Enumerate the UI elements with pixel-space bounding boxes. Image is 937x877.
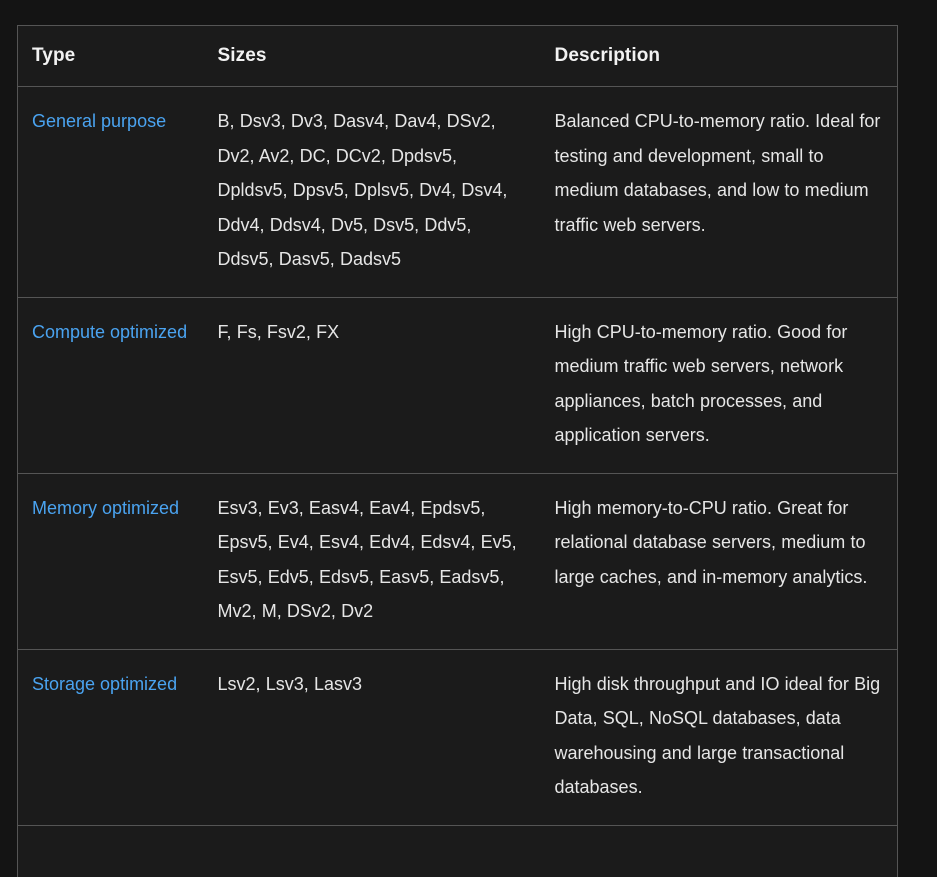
table-row: Compute optimized F, Fs, Fsv2, FX High C… <box>17 297 898 474</box>
description-text: High memory-to-CPU ratio. Great for rela… <box>554 497 868 587</box>
column-header-type: Type <box>17 25 204 87</box>
cell-sizes: B, Dsv3, Dv3, Dasv4, Dav4, DSv2, Dv2, Av… <box>203 86 541 298</box>
cell-sizes: F, Fs, Fsv2, FX <box>203 297 541 474</box>
description-text: High CPU-to-memory ratio. Good for mediu… <box>554 321 848 446</box>
table-row: Storage optimized Lsv2, Lsv3, Lasv3 High… <box>17 649 898 826</box>
type-link-compute-optimized[interactable]: Compute optimized <box>32 321 188 342</box>
cell-description: High memory-to-CPU ratio. Great for rela… <box>540 473 898 650</box>
cell-sizes <box>203 825 541 877</box>
cell-description: High disk throughput and IO ideal for Bi… <box>540 649 898 826</box>
azure-vm-types-table: Type Sizes Description General purpose B… <box>17 25 898 877</box>
type-link-memory-optimized[interactable]: Memory optimized <box>32 497 180 518</box>
cell-sizes: Esv3, Ev3, Easv4, Eav4, Epdsv5, Epsv5, E… <box>203 473 541 650</box>
column-header-description: Description <box>540 25 898 87</box>
cell-type: General purpose <box>17 86 204 298</box>
cell-type: Compute optimized <box>17 297 204 474</box>
type-link-general-purpose[interactable]: General purpose <box>32 111 167 131</box>
sizes-text: F, Fs, Fsv2, FX <box>217 321 340 342</box>
sizes-text: B, Dsv3, Dv3, Dasv4, Dav4, DSv2, Dv2, Av… <box>217 111 508 269</box>
table-body: General purpose B, Dsv3, Dv3, Dasv4, Dav… <box>17 86 898 877</box>
table-row: Memory optimized Esv3, Ev3, Easv4, Eav4,… <box>17 473 898 650</box>
cell-description: High CPU-to-memory ratio. Good for mediu… <box>540 297 898 474</box>
description-text: High disk throughput and IO ideal for Bi… <box>554 673 881 798</box>
description-text: Balanced CPU-to-memory ratio. Ideal for … <box>554 111 881 235</box>
cell-type: Memory optimized <box>17 473 204 650</box>
table-container: Type Sizes Description General purpose B… <box>17 25 898 877</box>
table-header-row: Type Sizes Description <box>17 25 898 87</box>
cell-sizes: Lsv2, Lsv3, Lasv3 <box>203 649 541 826</box>
table-row-partial <box>17 825 898 877</box>
column-header-sizes: Sizes <box>203 25 541 87</box>
table-row: General purpose B, Dsv3, Dv3, Dasv4, Dav… <box>17 86 898 298</box>
type-link-storage-optimized[interactable]: Storage optimized <box>32 673 178 694</box>
table-header: Type Sizes Description <box>17 25 898 87</box>
cell-description: Balanced CPU-to-memory ratio. Ideal for … <box>540 86 898 298</box>
sizes-text: Lsv2, Lsv3, Lasv3 <box>217 673 362 694</box>
cell-type <box>17 825 204 877</box>
sizes-text: Esv3, Ev3, Easv4, Eav4, Epdsv5, Epsv5, E… <box>217 497 517 622</box>
cell-description <box>540 825 898 877</box>
cell-type: Storage optimized <box>17 649 204 826</box>
